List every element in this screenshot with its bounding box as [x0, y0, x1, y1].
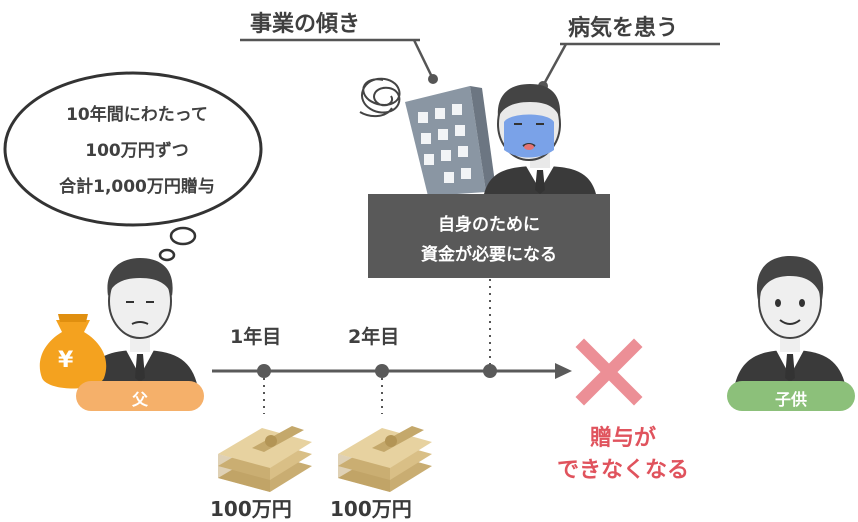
money-stack-icon: [338, 426, 432, 492]
thought-line-2: 100万円ずつ: [85, 141, 189, 161]
business-heading-underline: [240, 38, 438, 84]
father-label: 父: [131, 390, 148, 409]
money-stack-icon: [218, 426, 312, 492]
thought-bubble: [3, 71, 263, 262]
money-bag-icon: [39, 314, 107, 389]
child-label: 子供: [774, 390, 807, 409]
thought-line-1: 10年間にわたって: [66, 105, 208, 125]
father-icon: [82, 258, 198, 388]
banner-line-1: 自身のために: [438, 215, 540, 235]
child-badge: [727, 381, 855, 411]
year-1-label: 1年目: [230, 326, 282, 348]
scribble-icon: [359, 77, 401, 118]
illness-heading: 病気を患う: [568, 16, 679, 41]
amount-year-2: 100万円: [330, 497, 412, 521]
thought-line-3: 合計1,000万円贈与: [59, 177, 215, 197]
amount-year-1: 100万円: [210, 497, 292, 521]
office-building-icon: [405, 86, 496, 196]
timeline-arrow: [212, 363, 572, 379]
father-badge: [76, 381, 204, 411]
result-line-1: 贈与が: [589, 426, 656, 451]
banner-box: [368, 194, 610, 278]
business-decline-heading: 事業の傾き: [250, 12, 361, 37]
yen-symbol: ¥: [58, 348, 74, 373]
banner-line-2: 資金が必要になる: [421, 245, 557, 265]
year-2-label: 2年目: [348, 326, 400, 348]
result-line-2: できなくなる: [556, 458, 689, 483]
cross-icon: [575, 338, 643, 406]
child-icon: [734, 256, 846, 388]
illness-heading-underline: [538, 42, 720, 91]
sick-man-icon: [484, 84, 596, 194]
